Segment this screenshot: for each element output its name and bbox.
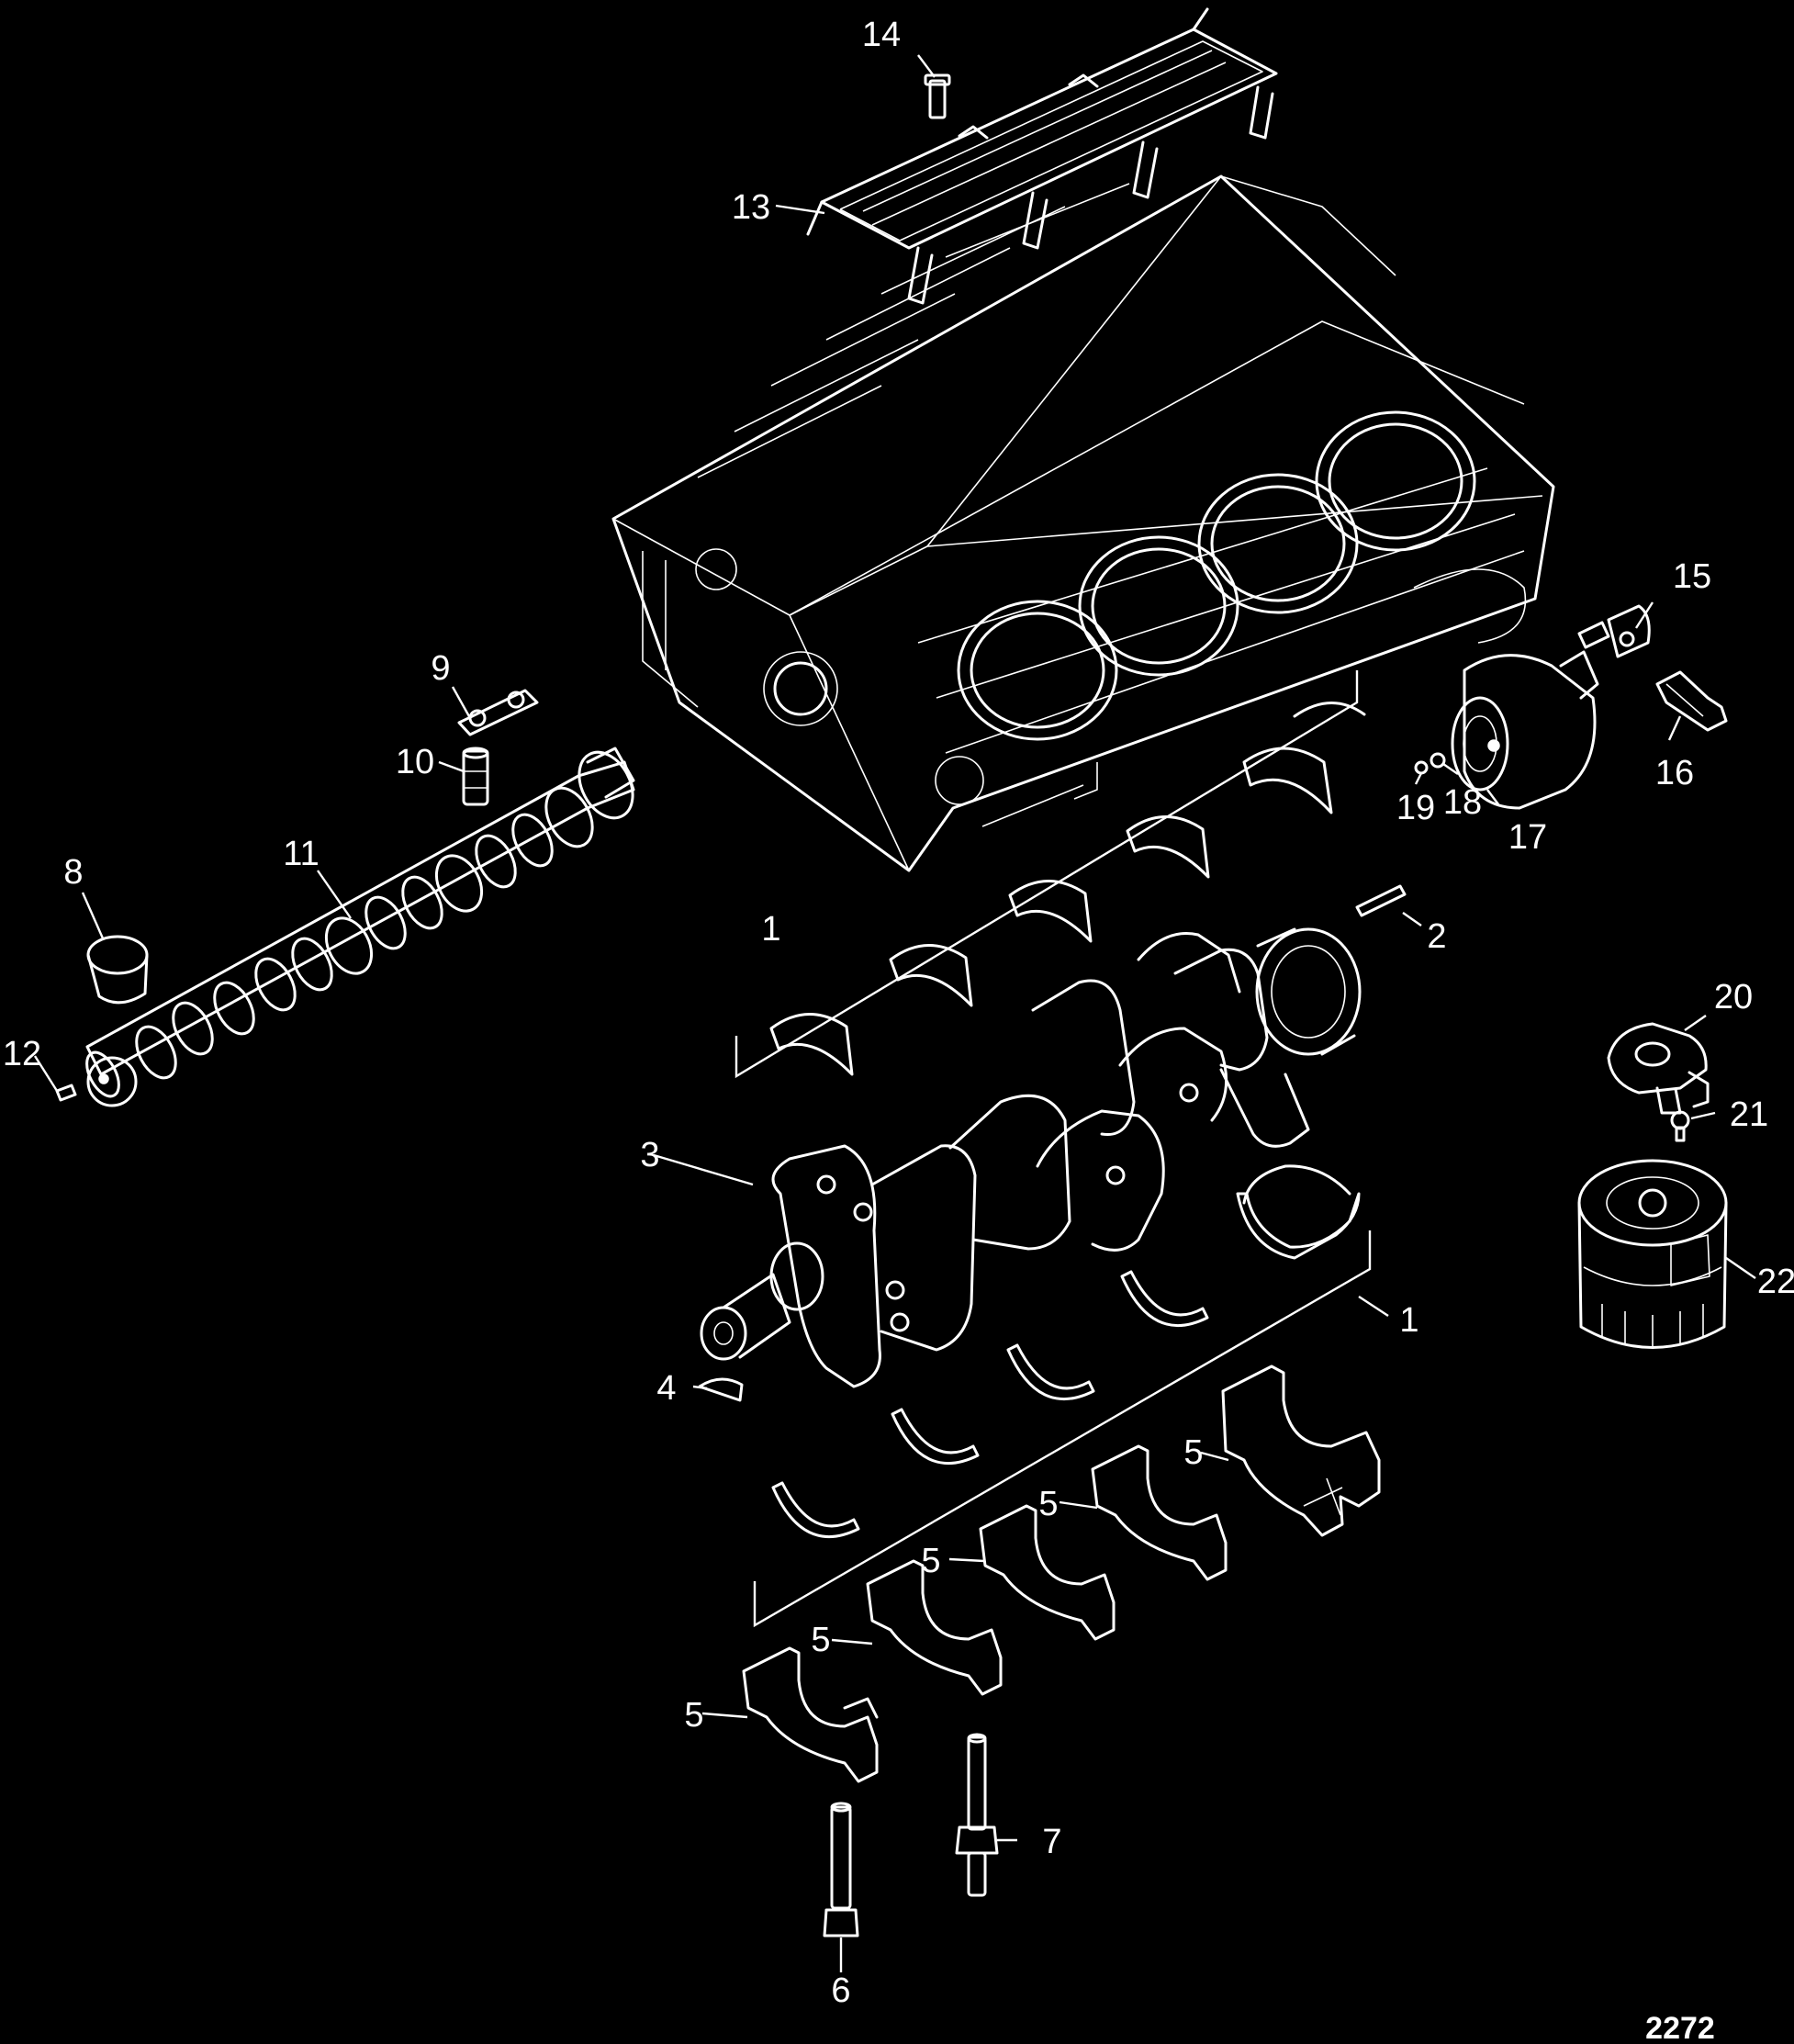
oil-pressure-sender xyxy=(1655,670,1728,732)
callout-5-cap-5: 5 xyxy=(1183,1433,1203,1472)
main-bearing-caps xyxy=(742,1365,1381,1783)
dowel-pin-item-12 xyxy=(55,1084,77,1102)
callout-7: 7 xyxy=(1042,1823,1061,1861)
callout-14: 14 xyxy=(862,16,901,54)
callout-10: 10 xyxy=(396,743,434,781)
callout-20: 20 xyxy=(1714,978,1753,1016)
callout-8: 8 xyxy=(63,853,83,892)
camshaft xyxy=(85,747,635,1107)
callout-11: 11 xyxy=(283,835,319,873)
upper-bearing-shells xyxy=(734,670,1366,1079)
callout-12: 12 xyxy=(3,1035,41,1073)
callout-18: 18 xyxy=(1443,783,1482,822)
pin-item-2 xyxy=(1355,884,1407,917)
oil-filter-adapter xyxy=(1451,650,1599,810)
stud-bolt xyxy=(955,1733,999,1897)
callout-15: 15 xyxy=(1673,557,1711,596)
leader-lines xyxy=(33,54,1756,1972)
callout-3: 3 xyxy=(640,1136,659,1174)
callout-1-lower: 1 xyxy=(1399,1301,1418,1340)
washer-item-19 xyxy=(1414,760,1429,775)
hydraulic-lifter xyxy=(462,747,489,806)
crankshaft xyxy=(700,927,1362,1388)
callout-22: 22 xyxy=(1757,1263,1794,1301)
lifter-guide-retainer xyxy=(806,7,1278,305)
callout-21: 21 xyxy=(1730,1095,1768,1134)
callout-9: 9 xyxy=(431,649,450,688)
callout-13: 13 xyxy=(732,188,770,227)
woodruff-key xyxy=(698,1377,744,1402)
filter-adapter-plate xyxy=(1607,1022,1710,1115)
screw-item-21 xyxy=(1670,1110,1690,1142)
oil-pressure-fitting xyxy=(1577,604,1651,658)
callout-5-cap-4: 5 xyxy=(1038,1485,1058,1523)
callout-4: 4 xyxy=(656,1369,676,1408)
callout-5-cap-1: 5 xyxy=(684,1696,703,1735)
callout-5-cap-2: 5 xyxy=(811,1621,830,1659)
oil-filter xyxy=(1577,1159,1728,1349)
lower-bearing-shells xyxy=(753,1164,1372,1628)
cam-bearing xyxy=(86,935,149,1005)
callout-17: 17 xyxy=(1508,818,1547,857)
callout-6: 6 xyxy=(831,1971,850,2010)
bolt-item-14 xyxy=(924,73,951,119)
engine-block xyxy=(611,174,1555,872)
lifter-guide-item-9 xyxy=(457,689,539,736)
callout-1-upper: 1 xyxy=(761,910,780,949)
callout-19: 19 xyxy=(1396,789,1435,827)
o-ring-item-18 xyxy=(1430,752,1446,769)
figure-number: 2272 xyxy=(1645,2011,1715,2044)
main-cap-bolt xyxy=(823,1802,859,1937)
callout-labels: 14 13 9 10 11 8 12 1 2 3 4 1 15 16 17 18… xyxy=(3,16,1794,2044)
callout-16: 16 xyxy=(1655,754,1694,792)
callout-2: 2 xyxy=(1427,917,1446,956)
callout-5-cap-3: 5 xyxy=(921,1542,940,1580)
